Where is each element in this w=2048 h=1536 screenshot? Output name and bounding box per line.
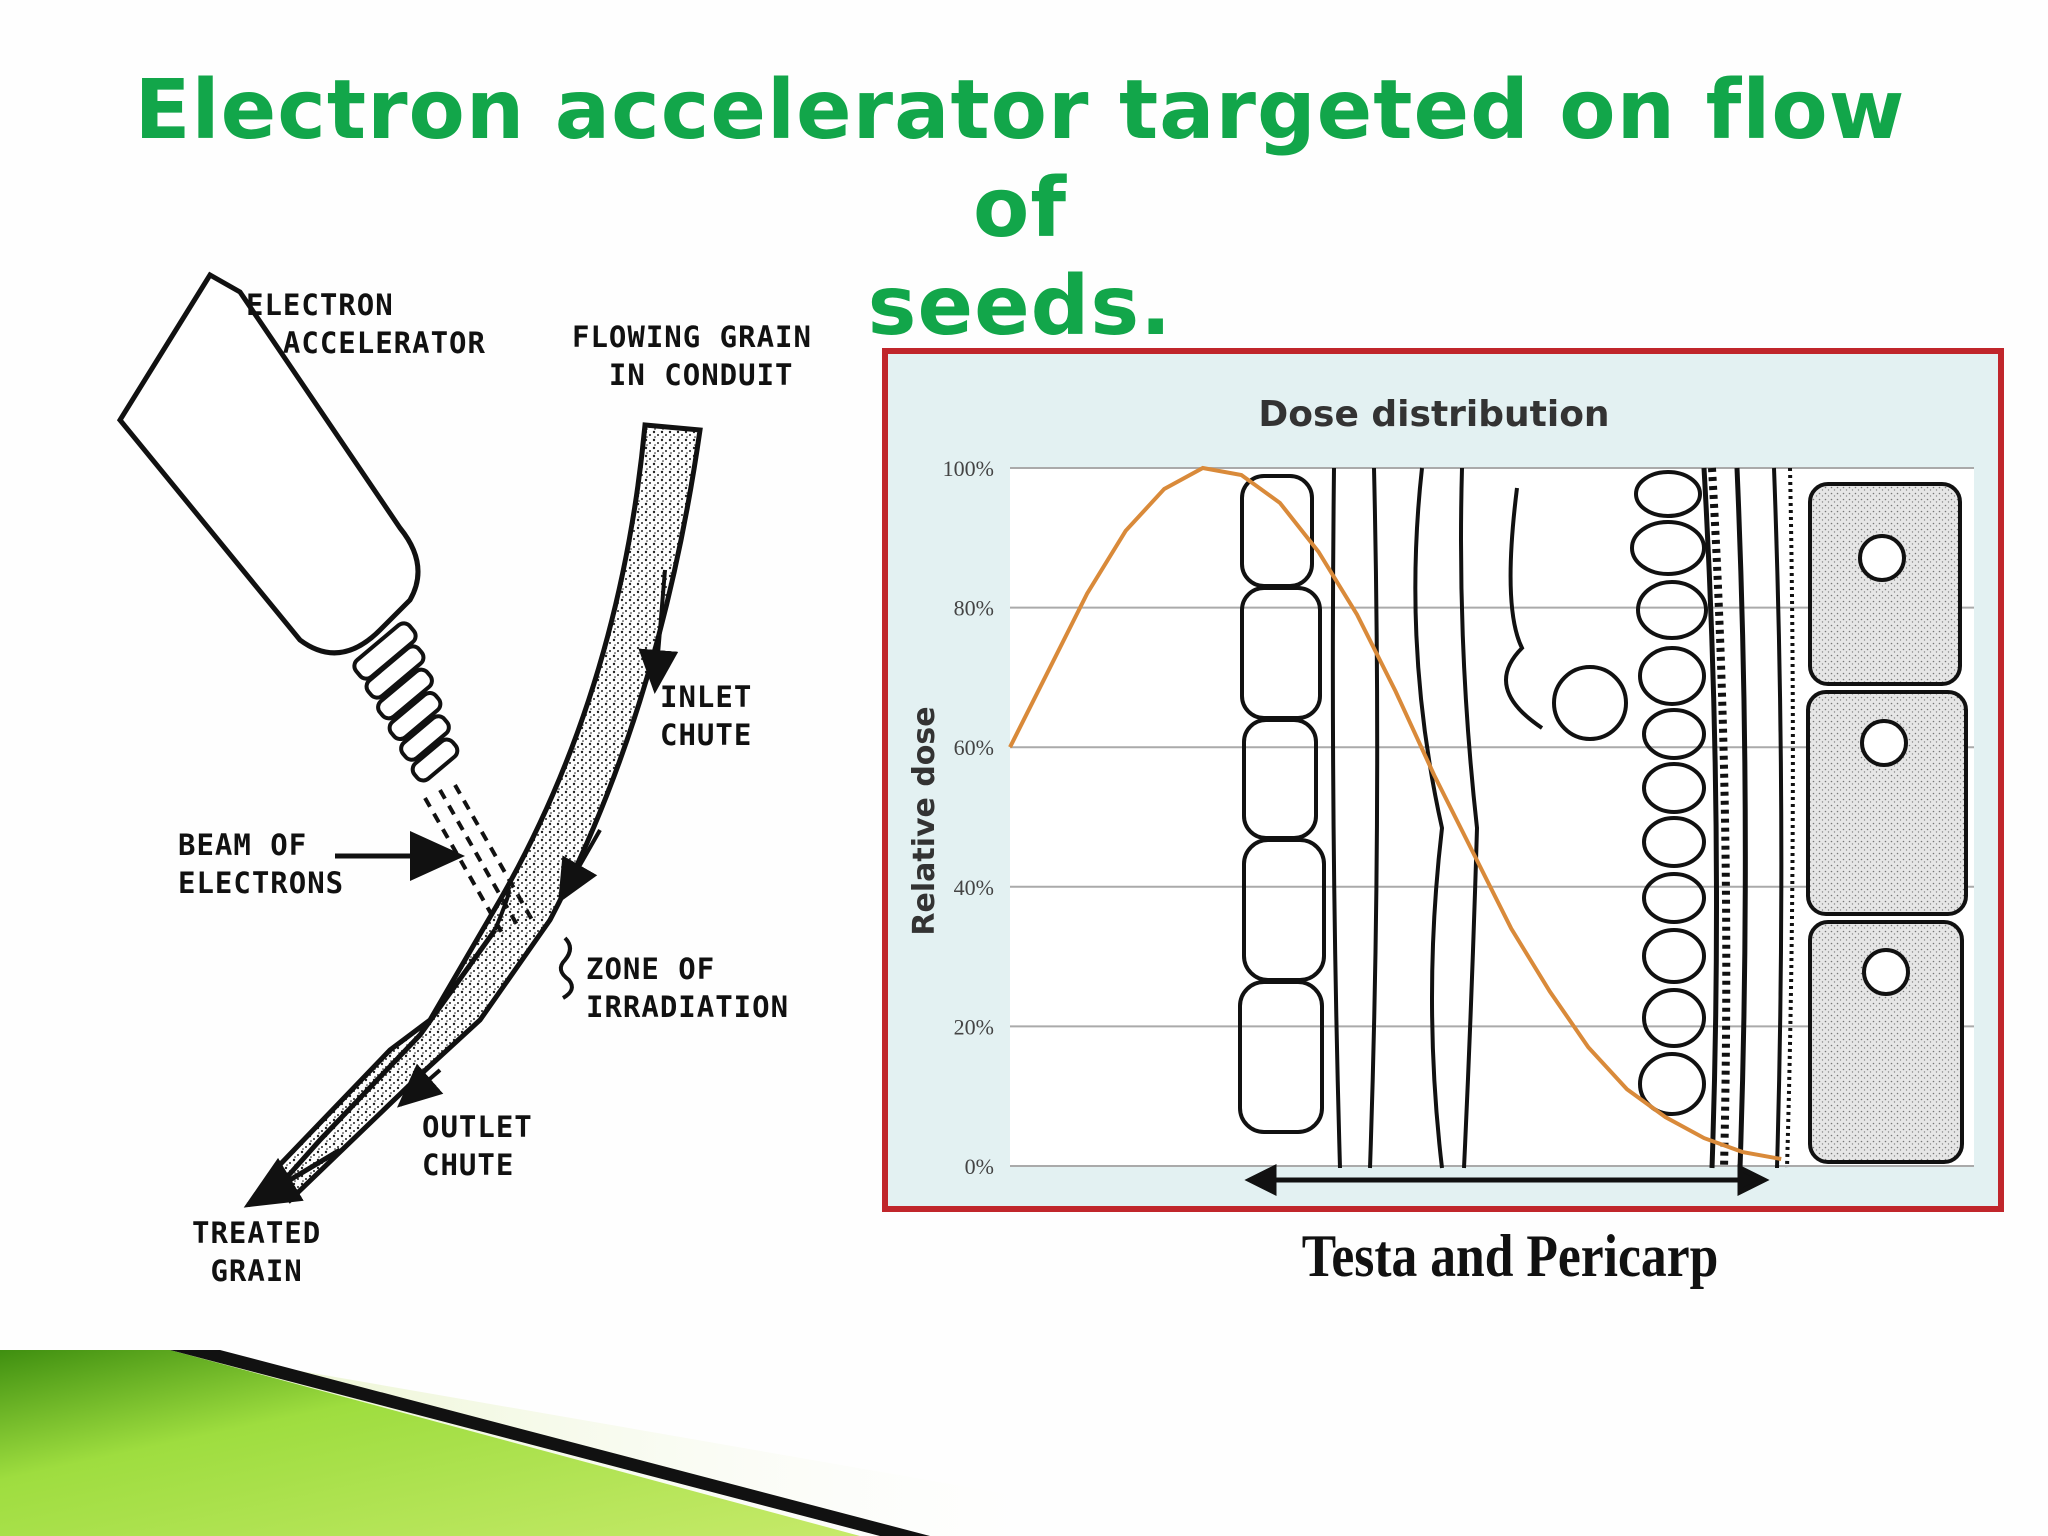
footer-black-stripe xyxy=(170,1350,930,1536)
flow-arrow-2 xyxy=(558,829,602,904)
label-flowing-grain: FLOWING GRAIN IN CONDUIT xyxy=(572,320,812,392)
dose-chart-panel: Dose distribution Relative dose 100% 80% 6… xyxy=(882,348,2004,1212)
irradiation-schematic: ELECTRON ACCELERATOR FLOWING GRAIN IN CO… xyxy=(100,270,820,1320)
footer-decoration xyxy=(0,1340,2048,1536)
dose-chart: Dose distribution Relative dose 100% 80% 6… xyxy=(882,348,2004,1212)
y-tick-label: 100% xyxy=(943,456,994,481)
label-beam-of-electrons: BEAM OF ELECTRONS xyxy=(178,828,345,900)
y-tick-label: 20% xyxy=(954,1014,994,1039)
y-axis-label: Relative dose xyxy=(907,706,942,935)
title-line-1: Electron accelerator targeted on flow of xyxy=(134,63,1906,256)
treated-grain-arrow xyxy=(243,1147,342,1208)
label-outlet-chute: OUTLET CHUTE xyxy=(422,1110,533,1182)
footer-green-band xyxy=(0,1350,860,1536)
dose-curve xyxy=(1008,465,1782,1161)
outer-wall xyxy=(493,888,511,931)
y-tick-label: 60% xyxy=(954,735,994,760)
chart-title: Dose distribution xyxy=(1258,394,1609,435)
flow-arrow-1 xyxy=(638,569,679,694)
title-line-2: seeds. xyxy=(867,259,1173,354)
schematic-drawing xyxy=(116,271,703,1208)
footer-swoosh xyxy=(0,1350,1100,1536)
accelerator-nozzle xyxy=(352,621,460,783)
chart-x-caption: Testa and Pericarp xyxy=(1301,1223,1719,1289)
slide-title: Electron accelerator targeted on flow of… xyxy=(120,62,1920,356)
y-tick-label: 0% xyxy=(965,1154,994,1179)
zone-marker xyxy=(558,936,574,1000)
testa-span-arrow xyxy=(1244,1163,1770,1197)
nucleated-cells xyxy=(1806,482,1968,1164)
label-zone-of-irradiation: ZONE OF IRRADIATION xyxy=(586,952,790,1024)
y-tick-label: 40% xyxy=(954,875,994,900)
seed-cell-layers xyxy=(1238,467,1795,1169)
label-electron-accelerator: ELECTRON ACCELERATOR xyxy=(246,288,486,360)
flow-arrow-3 xyxy=(396,1063,444,1108)
label-treated-grain: TREATED GRAIN xyxy=(192,1216,322,1288)
label-inlet-chute: INLET CHUTE xyxy=(660,680,753,752)
y-tick-label: 80% xyxy=(954,596,994,621)
accelerator-body xyxy=(116,271,421,656)
